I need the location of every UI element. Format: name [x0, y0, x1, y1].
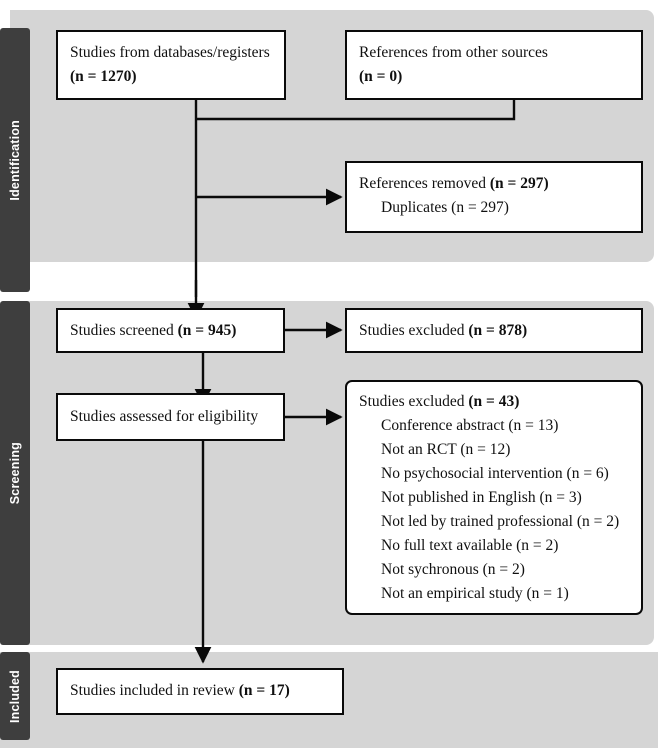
- exclusion-reason-item: Not led by trained professional (n = 2): [381, 513, 620, 531]
- box-studies-excluded-eligibility: Studies excluded (n = 43) Conference abs…: [345, 380, 643, 615]
- other-sources-count: (n = 0): [359, 68, 403, 86]
- phase-tab-included: Included: [0, 652, 30, 740]
- exclusion-reason-item: Conference abstract (n = 13): [381, 417, 559, 435]
- box-studies-excluded-screening: Studies excluded (n = 878): [345, 308, 643, 353]
- exclusion-reason-item: Not an RCT (n = 12): [381, 441, 511, 459]
- references-removed-duplicates: Duplicates (n = 297): [381, 199, 509, 217]
- phase-tab-identification: Identification: [0, 28, 30, 292]
- box-references-removed: References removed (n = 297) Duplicates …: [345, 161, 643, 233]
- phase-label-screening: Screening: [7, 441, 22, 505]
- studies-excluded-screening-text: Studies excluded (n = 878): [359, 321, 528, 339]
- databases-count: (n = 1270): [70, 68, 137, 86]
- other-sources-line1: References from other sources: [359, 44, 548, 61]
- phase-label-included: Included: [7, 669, 22, 723]
- studies-assessed-text: Studies assessed for eligibility: [70, 407, 259, 425]
- exclusion-reason-item: No psychosocial intervention (n = 6): [381, 465, 609, 483]
- studies-excluded-eligibility-header: Studies excluded (n = 43): [359, 393, 520, 410]
- studies-included-text: Studies included in review (n = 17): [70, 682, 290, 700]
- box-references-other-sources: References from other sources (n = 0): [345, 30, 643, 100]
- box-studies-screened: Studies screened (n = 945): [56, 308, 285, 353]
- exclusion-reason-item: Not sychronous (n = 2): [381, 561, 525, 579]
- studies-screened-text: Studies screened (n = 945): [70, 321, 237, 339]
- box-studies-included: Studies included in review (n = 17): [56, 668, 344, 715]
- exclusion-reason-item-clipped: Not an empirical study (n = 1): [381, 585, 569, 603]
- exclusion-reason-list: Conference abstract (n = 13) Not an RCT …: [359, 414, 629, 606]
- exclusion-reason-item: No full text available (n = 2): [381, 537, 559, 555]
- references-removed-header: References removed (n = 297): [359, 175, 549, 192]
- box-studies-assessed-eligibility: Studies assessed for eligibility: [56, 393, 285, 441]
- box-studies-from-databases: Studies from databases/registers (n = 12…: [56, 30, 286, 100]
- databases-line1: Studies from databases/registers: [70, 44, 270, 61]
- phase-label-identification: Identification: [7, 119, 22, 201]
- phase-tab-screening: Screening: [0, 301, 30, 645]
- exclusion-reason-item: Not published in English (n = 3): [381, 489, 582, 507]
